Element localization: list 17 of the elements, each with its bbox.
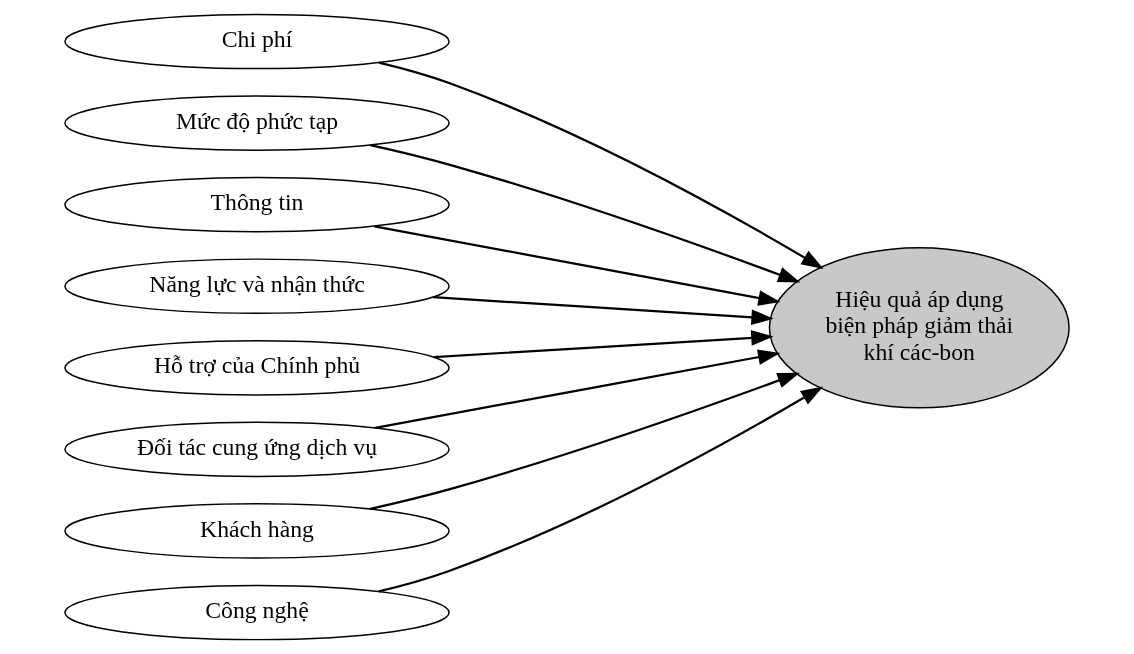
arrow: [370, 144, 801, 283]
arrow: [378, 386, 824, 593]
node-ellipse: Khách hàng: [64, 503, 450, 559]
node-ellipse: Chi phí: [64, 13, 450, 70]
node-ellipse: Công nghệ: [64, 584, 450, 641]
arrow: [378, 61, 824, 269]
node-ellipse: Hiệu quả áp dụng biện pháp giảm thải khí các-bon: [768, 246, 1070, 409]
node-ellipse: Thông tin: [64, 176, 450, 233]
node-ellipse: Đối tác cung ứng dịch vụ: [64, 421, 450, 478]
arrow: [374, 225, 781, 306]
arrow: [432, 296, 774, 326]
arrow: [375, 349, 781, 429]
node-ellipse: Mức độ phức tạp: [64, 95, 450, 151]
arrow: [370, 372, 800, 510]
node-ellipse: Năng lực và nhận thức: [64, 258, 450, 315]
arrow: [433, 330, 774, 359]
node-ellipse: Hỗ trợ của Chính phủ: [64, 339, 450, 396]
